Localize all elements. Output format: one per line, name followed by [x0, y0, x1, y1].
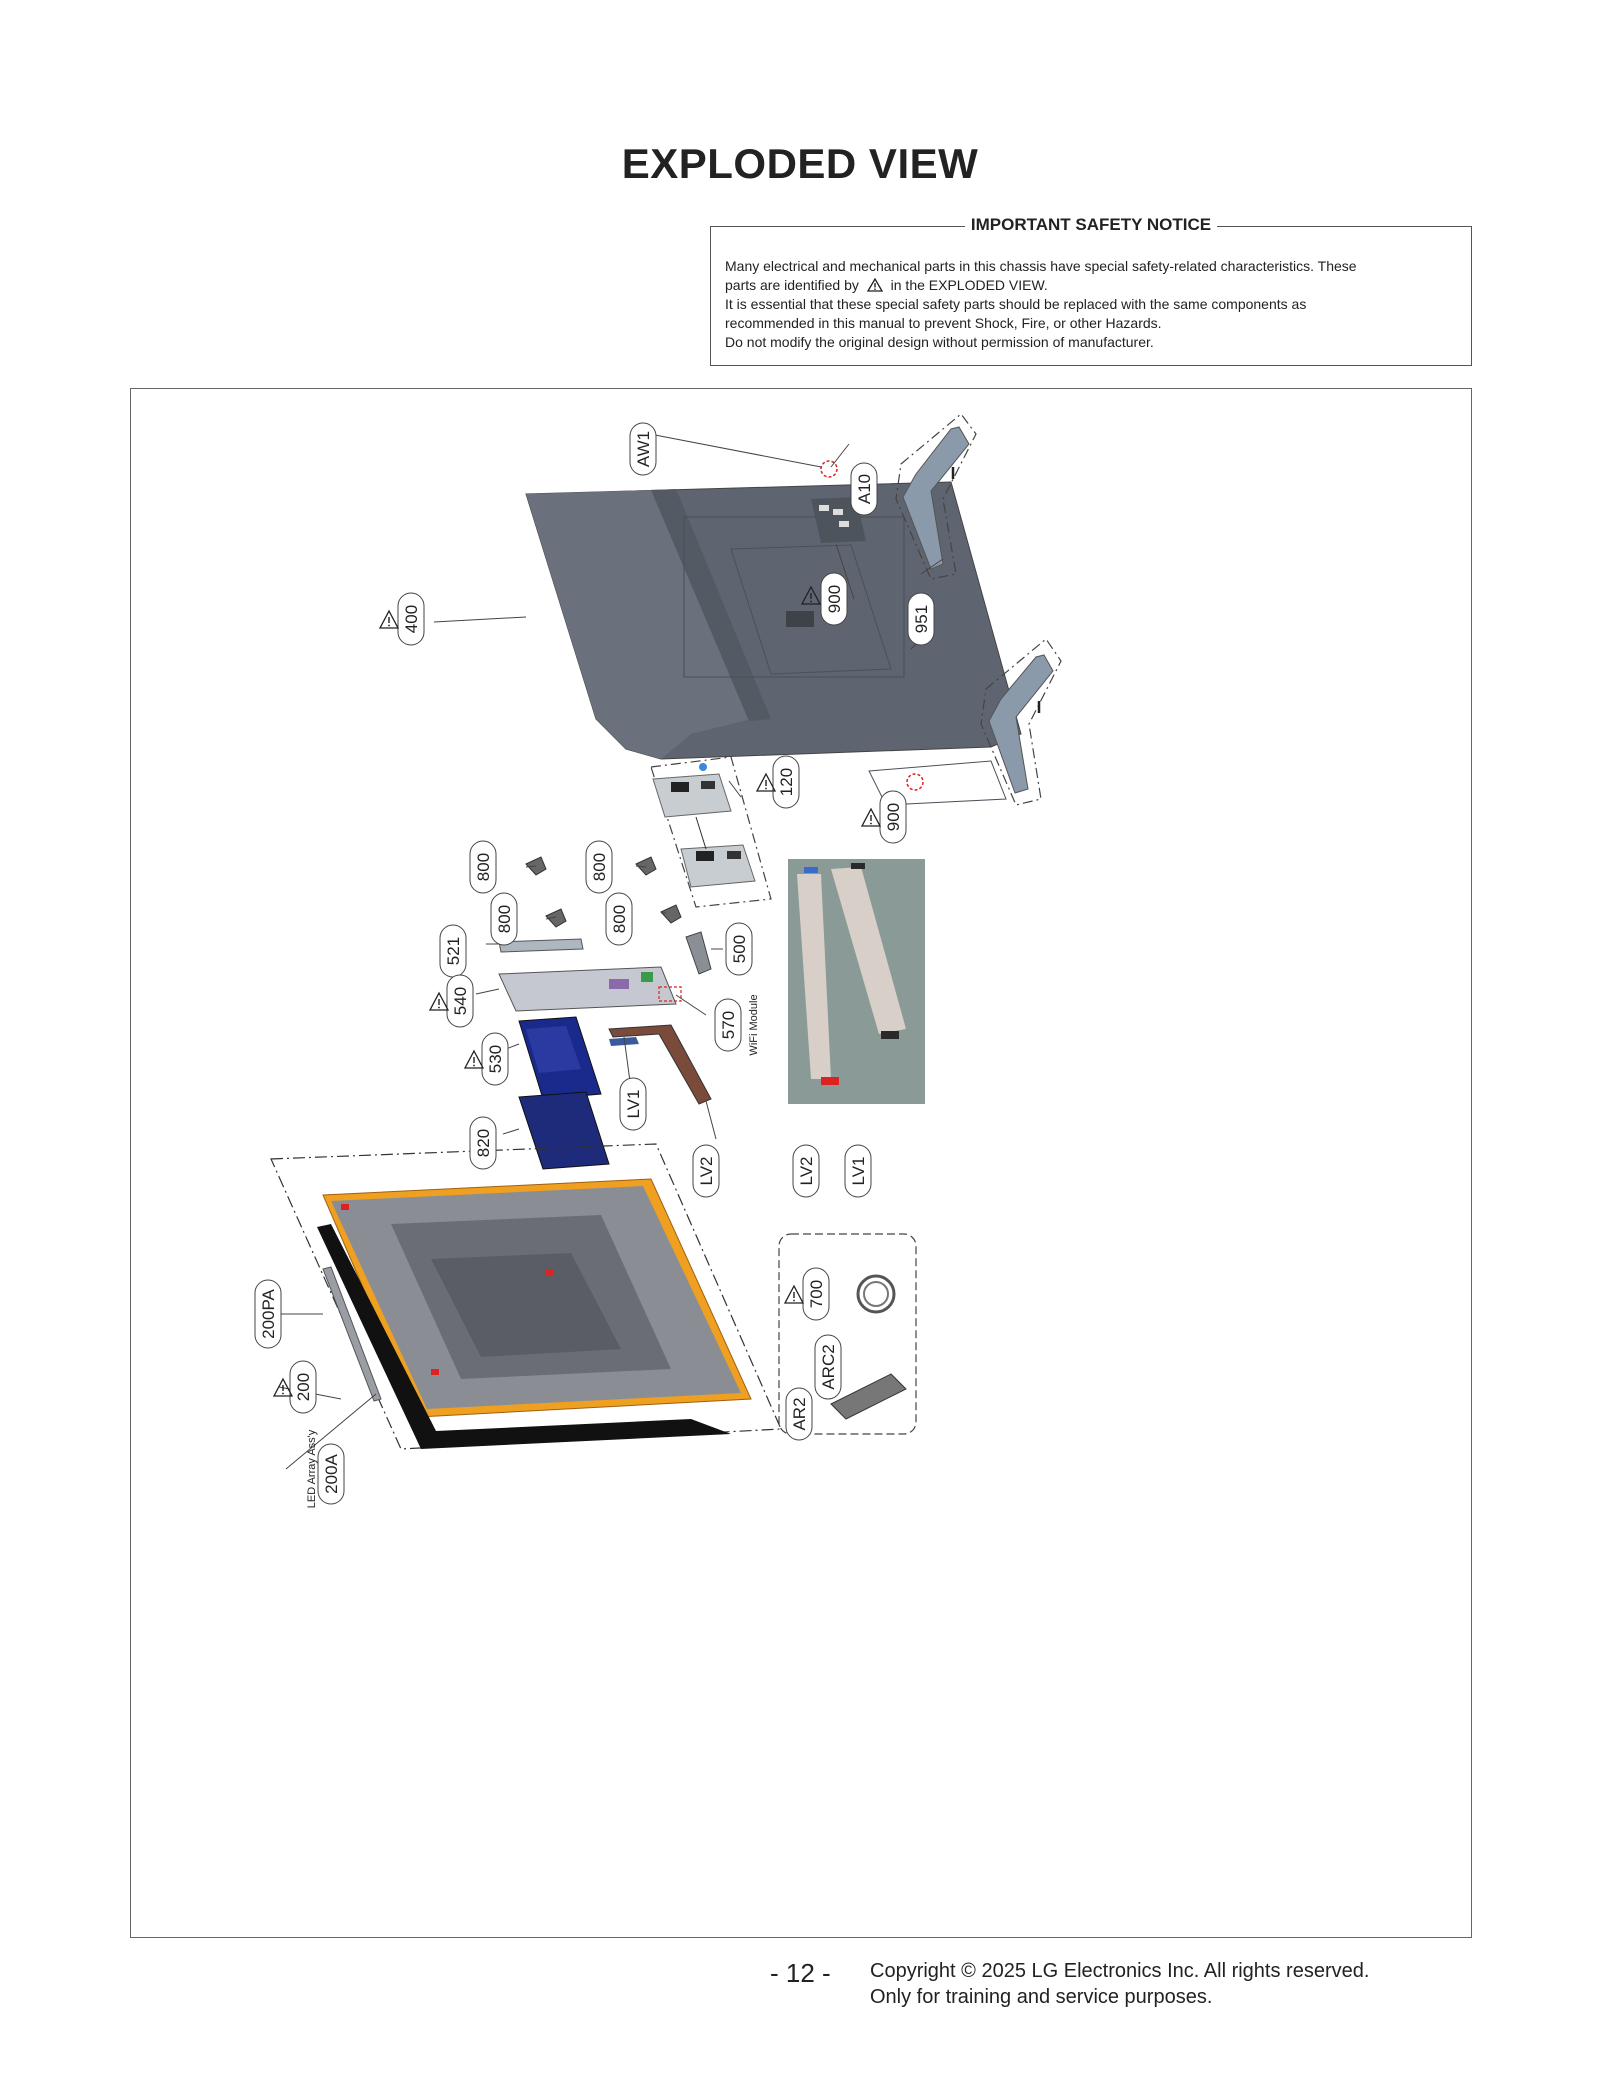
callout-540: 540: [446, 974, 474, 1028]
svg-text:521: 521: [444, 937, 463, 965]
copyright-footer: Copyright © 2025 LG Electronics Inc. All…: [870, 1958, 1369, 2010]
callout-800-c: 800: [490, 892, 518, 946]
warning-triangle-icon: [273, 1378, 293, 1397]
stand-upper-900: [895, 413, 977, 580]
callout-900-lower: 900: [879, 790, 907, 844]
frame-200: [317, 1224, 731, 1449]
warning-triangle-icon: [756, 773, 776, 792]
callout-700: 700: [802, 1267, 830, 1321]
svg-text:500: 500: [730, 935, 749, 963]
svg-text:200A: 200A: [322, 1453, 341, 1493]
callout-800-d: 800: [605, 892, 633, 946]
callout-200: 200: [289, 1360, 317, 1414]
board-500: [685, 931, 712, 975]
warning-triangle-icon: [861, 808, 881, 827]
callout-lv2: LV2: [692, 1144, 720, 1198]
notice-line-5: Do not modify the original design withou…: [725, 334, 1154, 350]
svg-text:A10: A10: [855, 474, 874, 504]
stand-lower-900: [980, 638, 1062, 806]
led-array-label: LED Array Ass'y: [306, 1429, 318, 1508]
callout-120: 120: [772, 755, 800, 809]
callout-arc2: ARC2: [814, 1334, 842, 1400]
callout-aw1: AW1: [629, 422, 657, 476]
cable-lv2: [608, 1024, 712, 1105]
lv-cables-photo: [788, 859, 925, 1104]
remote-ar2: [830, 1373, 907, 1420]
svg-text:570: 570: [719, 1011, 738, 1039]
page-number: - 12 -: [770, 1958, 831, 1988]
svg-text:200PA: 200PA: [259, 1288, 278, 1338]
svg-text:200: 200: [294, 1373, 313, 1401]
power-cord-700: [856, 1274, 896, 1314]
warning-triangle-icon: [379, 610, 399, 629]
panel-200pa: [270, 1143, 782, 1450]
callout-570: 570: [714, 998, 742, 1052]
callout-lv1: LV1: [619, 1077, 647, 1131]
wifi-module-label: WiFi Module: [748, 994, 760, 1055]
svg-text:800: 800: [474, 853, 493, 881]
accessory-box: [778, 1233, 917, 1435]
svg-text:ARC2: ARC2: [819, 1344, 838, 1389]
notice-body: Many electrical and mechanical parts in …: [725, 257, 1457, 352]
notice-line-3: It is essential that these special safet…: [725, 296, 1307, 312]
svg-text:900: 900: [825, 585, 844, 613]
callout-a10: A10: [850, 462, 878, 516]
safety-notice-box: IMPORTANT SAFETY NOTICE Many electrical …: [710, 215, 1472, 366]
svg-text:800: 800: [495, 905, 514, 933]
svg-text:951: 951: [912, 605, 931, 633]
svg-text:540: 540: [451, 987, 470, 1015]
notice-line-1: Many electrical and mechanical parts in …: [725, 258, 1357, 274]
svg-text:900: 900: [884, 803, 903, 831]
warning-triangle-icon: [429, 992, 449, 1011]
svg-text:LV1: LV1: [849, 1157, 868, 1186]
svg-text:AW1: AW1: [634, 431, 653, 467]
callout-ar2: AR2: [785, 1387, 813, 1441]
copyright-line: Copyright © 2025 LG Electronics Inc. All…: [870, 1960, 1370, 1982]
callout-951: 951: [907, 592, 935, 646]
led-bar-200a: [322, 1266, 382, 1402]
callout-200pa: 200PA: [254, 1279, 282, 1349]
warning-triangle-icon: [866, 278, 883, 292]
callout-200a: 200A: [317, 1443, 345, 1505]
callout-labels: AW1 A10 900 951 400 120: [254, 422, 935, 1508]
warning-triangle-icon: [784, 1285, 804, 1304]
exploded-view-diagram: AW1 A10 900 951 400 120: [130, 388, 1472, 1938]
shield-820: [518, 1091, 610, 1170]
callout-photo-lv2: LV2: [792, 1144, 820, 1198]
main-board-540: [498, 966, 682, 1012]
svg-text:LV1: LV1: [624, 1090, 643, 1119]
bracket-521: [498, 938, 584, 953]
svg-text:AR2: AR2: [790, 1397, 809, 1430]
power-supply-120: [650, 756, 772, 908]
warning-triangle-icon: [464, 1050, 484, 1069]
callout-photo-lv1: LV1: [844, 1144, 872, 1198]
callout-820: 820: [469, 1116, 497, 1170]
svg-text:800: 800: [590, 853, 609, 881]
svg-text:400: 400: [402, 605, 421, 633]
back-cover-400: [525, 460, 1022, 806]
svg-text:120: 120: [777, 768, 796, 796]
svg-text:LV2: LV2: [797, 1157, 816, 1186]
page-title: EXPLODED VIEW: [621, 140, 979, 187]
board-530: [518, 1016, 602, 1100]
notice-line-4: recommended in this manual to prevent Sh…: [725, 315, 1162, 331]
svg-text:800: 800: [610, 905, 629, 933]
notice-title: IMPORTANT SAFETY NOTICE: [711, 215, 1471, 235]
callout-521: 521: [439, 924, 467, 978]
svg-text:530: 530: [486, 1045, 505, 1073]
callout-900-upper: 900: [820, 572, 848, 626]
notice-line-2: parts are identified by in the EXPLODED …: [725, 277, 1048, 293]
callout-530: 530: [481, 1032, 509, 1086]
callout-400: 400: [397, 592, 425, 646]
callout-500: 500: [725, 922, 753, 976]
cable-lv1: [609, 1037, 639, 1046]
svg-text:820: 820: [474, 1129, 493, 1157]
purpose-line: Only for training and service purposes.: [870, 1986, 1213, 2008]
svg-text:LV2: LV2: [697, 1157, 716, 1186]
svg-text:700: 700: [807, 1280, 826, 1308]
callout-800-a: 800: [469, 840, 497, 894]
exploded-view-drawing: AW1 A10 900 951 400 120: [254, 413, 1062, 1508]
callout-800-b: 800: [585, 840, 613, 894]
